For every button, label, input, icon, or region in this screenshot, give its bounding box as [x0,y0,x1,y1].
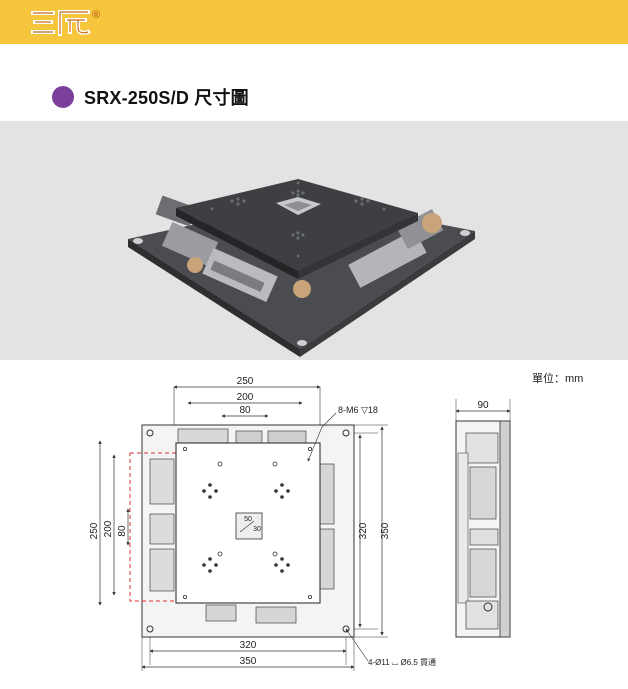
dim-right-320: 320 [358,522,369,539]
dimension-drawing: 250 200 80 250 200 80 50 30 320 350 8-M6… [89,376,511,671]
unit-note: 單位：mm [532,373,584,385]
brand-logo: ® [31,9,100,36]
dim-bottom-320: 320 [240,640,257,651]
dim-top-200: 200 [237,392,254,403]
dim-top-80: 80 [239,405,251,416]
callout-tapped-holes: 8-M6 ▽18 [338,405,378,415]
side-view: 90 [455,399,511,638]
bullet-dot-icon [52,86,74,108]
stage-illustration [128,179,475,357]
callout-mount-holes: 4-Ø11 ⌴ Ø6.5 貫通 [368,657,436,667]
section-heading: SRX-250S/D 尺寸圖 [52,84,249,110]
registered-mark: ® [92,9,100,21]
dim-top-250: 250 [237,376,254,387]
top-view [129,387,355,638]
dim-left-80: 80 [117,525,128,537]
dim-left-250: 250 [89,522,100,539]
dim-bottom-350: 350 [240,656,257,667]
dim-left-200: 200 [103,520,114,537]
dim-center-30: 30 [253,526,261,533]
dim-center-50: 50 [244,516,252,523]
page-title: SRX-250S/D 尺寸圖 [84,88,249,108]
dim-right-350: 350 [380,522,391,539]
dim-side-90: 90 [477,400,489,411]
header-bar: ® [0,0,628,44]
product-photo [0,121,628,360]
